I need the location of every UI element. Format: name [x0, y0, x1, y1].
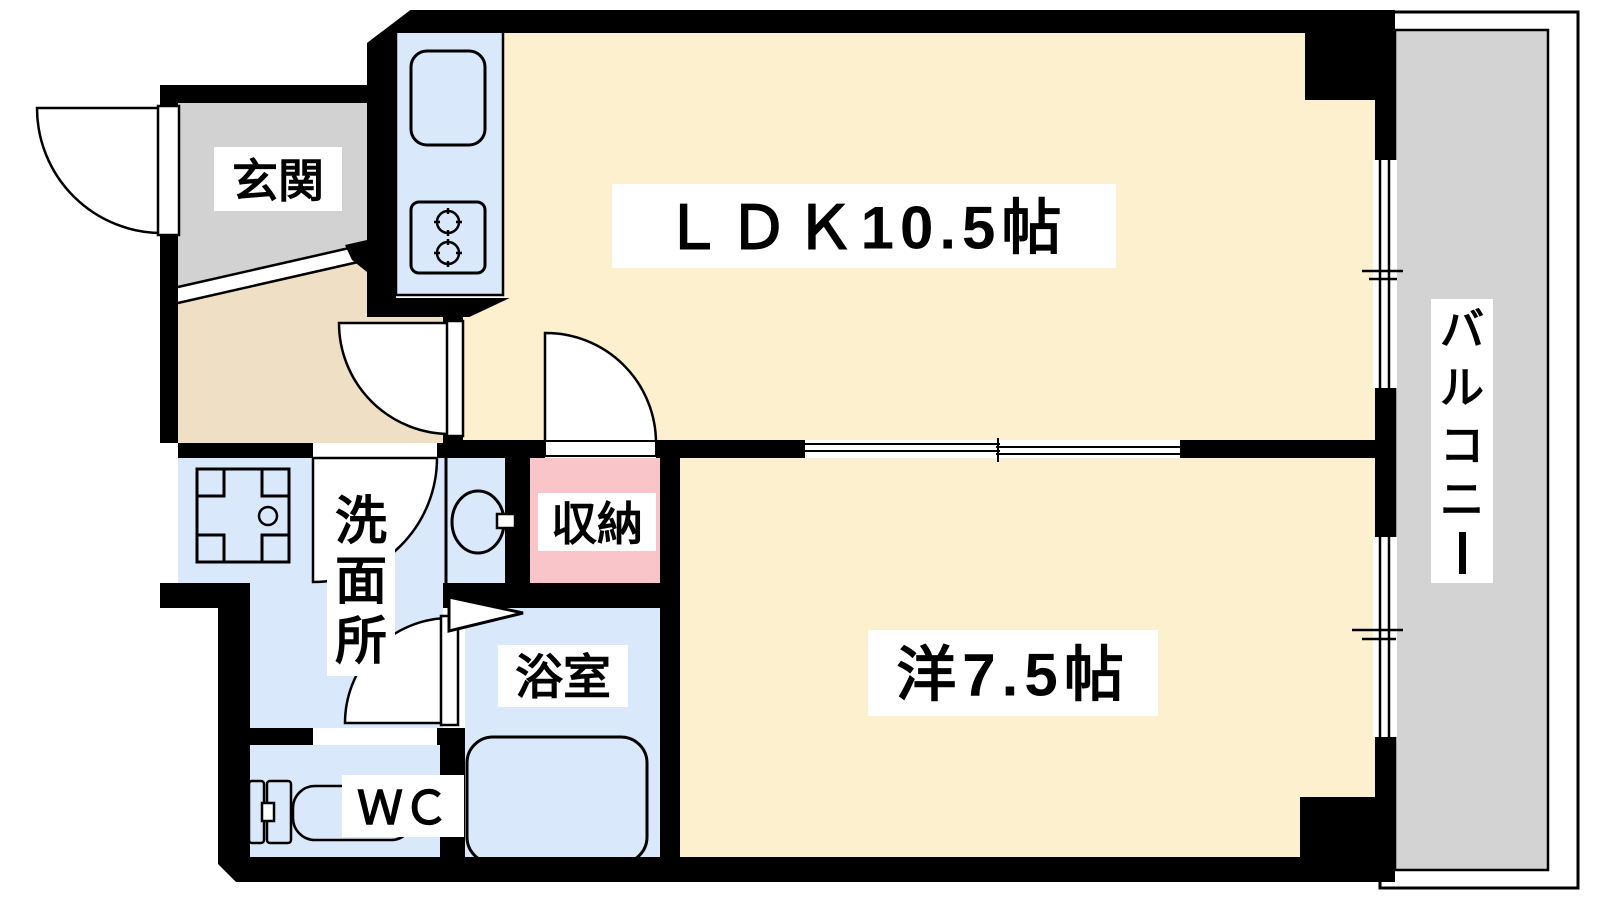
labels: 玄関 ＬＤＫ10.5帖 洋7.5帖 洗 面 所 収納 浴室 ＷＣ バ ル コ ニ — [214, 147, 1493, 837]
wc-door-opening — [313, 728, 437, 745]
balcony-floor — [1393, 28, 1550, 872]
wall-divider-a — [443, 440, 545, 458]
toilet-icon — [247, 779, 415, 845]
balcony-label-char1: バ — [1440, 306, 1484, 355]
balcony-label-char5-bar — [1459, 532, 1466, 574]
wall-washroom-top-stub — [437, 443, 463, 458]
window-western-opening — [1373, 537, 1397, 737]
chamfer-kitchen-bottom — [463, 296, 514, 320]
ldk-label: ＬＤＫ10.5帖 — [663, 195, 1068, 262]
bathroom-label: 浴室 — [515, 652, 611, 705]
wall-washroom-top — [178, 443, 313, 458]
sliding-door-opening — [805, 440, 1180, 458]
washroom-label-char3: 所 — [335, 613, 387, 671]
entrance-door-swing — [35, 106, 164, 235]
wall-left-notch — [160, 583, 250, 608]
closet-door-leaf — [544, 440, 657, 457]
wall-kitchen-bottom — [367, 298, 510, 317]
bathtub-icon — [465, 735, 649, 865]
ldk-closet-door — [543, 331, 658, 458]
washer-pan-icon — [195, 467, 291, 564]
genkan-step-edge — [177, 242, 368, 289]
wall-top — [367, 10, 1395, 33]
balcony-label-char3: コ — [1440, 422, 1484, 471]
window-western-balcony — [1352, 537, 1403, 737]
bathroom-folding-door — [447, 595, 524, 633]
wall-western-left — [660, 458, 680, 857]
wall-divider-b — [656, 440, 805, 458]
genkan-wall-stub — [345, 240, 367, 272]
balcony-label-char2: ル — [1440, 364, 1484, 413]
balcony-label-char4: ニ — [1440, 476, 1484, 525]
chamfer-kitchen-top — [363, 8, 413, 46]
western-label: 洋7.5帖 — [896, 642, 1129, 709]
wall-pillar-top-right — [1305, 10, 1395, 100]
washroom-label-char1: 洗 — [335, 493, 387, 551]
window-ldk-balcony — [1362, 160, 1403, 388]
genkan-step-edge2 — [177, 258, 368, 305]
closet-door-swing — [543, 331, 658, 445]
hallway-ldk-door — [337, 319, 465, 438]
entrance-door-leaf — [156, 104, 181, 237]
gas-stove-icon — [409, 200, 487, 275]
hallway-ldk-door-swing — [337, 321, 452, 436]
wall-bottom — [218, 857, 1395, 882]
chamfer-bottom-left — [214, 860, 246, 892]
ldk-label-bg — [612, 184, 1116, 268]
wc-door — [313, 614, 460, 745]
kitchen-sink-icon — [409, 49, 487, 147]
bathroom-label-bg — [498, 645, 628, 707]
genkan-label: 玄関 — [232, 155, 324, 207]
genkan-label-bg — [214, 147, 342, 211]
hallway-ldk-door-leaf — [445, 319, 465, 438]
wall-wc-top-right — [437, 728, 465, 745]
washroom-label-bg — [327, 488, 395, 676]
wall-genkan-top — [160, 85, 377, 103]
sliding-door-ldk-western — [805, 438, 1180, 462]
washroom-door-opening — [313, 443, 437, 458]
western-label-bg — [868, 630, 1158, 716]
window-ldk-opening — [1373, 160, 1397, 388]
genkan-step — [178, 244, 367, 303]
wash-basin-icon — [450, 489, 517, 555]
entrance-door — [35, 104, 181, 237]
wc-label: ＷＣ — [357, 782, 449, 834]
wall-divider-c — [1180, 440, 1375, 458]
wc-label-bg — [342, 775, 464, 837]
storage-label-bg — [538, 493, 656, 551]
washroom-label-char2: 面 — [335, 553, 387, 611]
wall-kitchen-left — [367, 10, 396, 317]
storage-label: 収納 — [551, 498, 643, 550]
wall-wc-top-left — [218, 728, 313, 745]
